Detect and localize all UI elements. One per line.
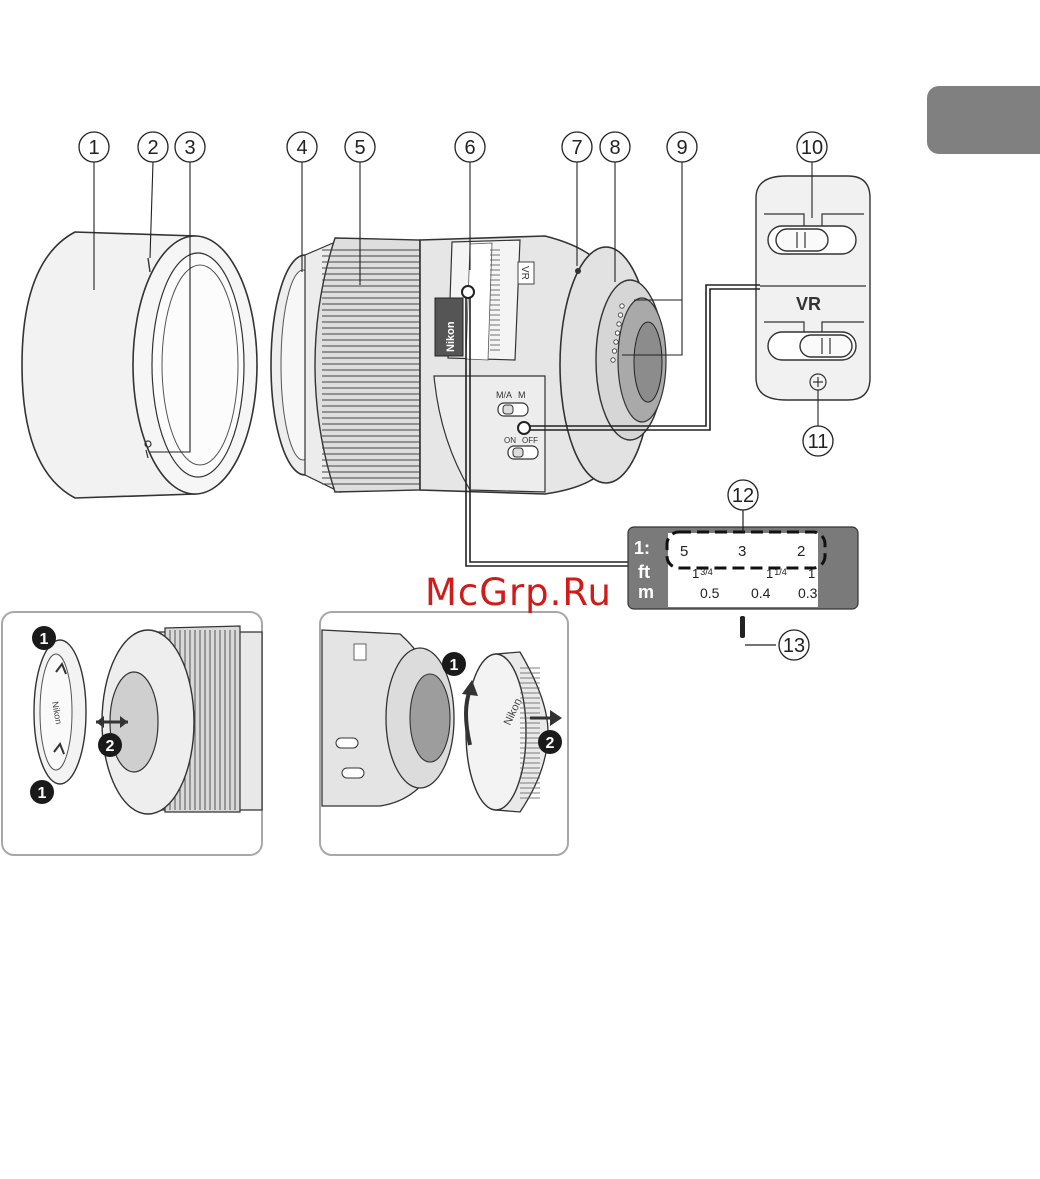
focus-ring[interactable] [315, 238, 420, 492]
ratio-value: 5 [680, 543, 688, 560]
lens-body: Nikon VR M/A M ON OFF [271, 236, 666, 494]
cpu-contact [620, 304, 624, 308]
step-number: 2 [546, 735, 555, 752]
step-number: 1 [450, 657, 459, 674]
svg-text:M: M [518, 390, 526, 400]
callout-number: 5 [354, 137, 365, 159]
scale-ratio-label: 1: [634, 538, 650, 558]
cpu-contact [614, 340, 618, 344]
step-number: 1 [38, 785, 47, 802]
m-value: 0.3 [798, 585, 818, 601]
cpu-contact [612, 349, 616, 353]
scale-m-label: m [638, 582, 654, 602]
brand-logo: Nikon [445, 321, 457, 352]
scale-ft-label: ft [638, 562, 650, 582]
watermark: McGrp.Ru [425, 571, 612, 614]
cpu-contact [611, 358, 615, 362]
mounting-mark [575, 268, 581, 274]
svg-text:OFF: OFF [522, 436, 538, 445]
rear-cap-inset: Nikon [320, 612, 568, 855]
ratio-value: 2 [797, 543, 805, 560]
callout-number: 3 [184, 137, 195, 159]
svg-text:ON: ON [504, 436, 516, 445]
distance-scale-detail: 1: ft m 5 3 2 13/4 11/4 1 0.5 0.4 0.3 [628, 510, 858, 645]
callout-number: 7 [571, 137, 582, 159]
callout-number: 4 [296, 137, 307, 159]
m-value: 0.5 [700, 585, 720, 601]
distance-mark-index [740, 616, 745, 638]
vr-switch-label: VR [796, 294, 821, 314]
vr-switch-detail: VR [756, 176, 870, 400]
vr-badge: VR [519, 266, 530, 280]
callout-number: 8 [609, 137, 620, 159]
svg-text:M/A: M/A [496, 390, 512, 400]
lens-hood [22, 232, 257, 498]
cpu-contact [618, 313, 622, 317]
callout-number: 6 [464, 137, 475, 159]
callout-number: 1 [88, 137, 99, 159]
cpu-contact [617, 322, 621, 326]
ratio-value: 3 [738, 543, 746, 560]
callout-number: 12 [732, 485, 754, 507]
callout-number: 9 [676, 137, 687, 159]
callout-number: 13 [783, 635, 805, 657]
rear-lens-cap[interactable] [466, 654, 526, 810]
callout-number: 10 [801, 137, 823, 159]
callout-number: 11 [808, 431, 829, 453]
cpu-contact [615, 331, 619, 335]
callout-number: 2 [147, 137, 158, 159]
step-number: 1 [40, 631, 49, 648]
m-value: 0.4 [751, 585, 771, 601]
step-number: 2 [106, 738, 115, 755]
